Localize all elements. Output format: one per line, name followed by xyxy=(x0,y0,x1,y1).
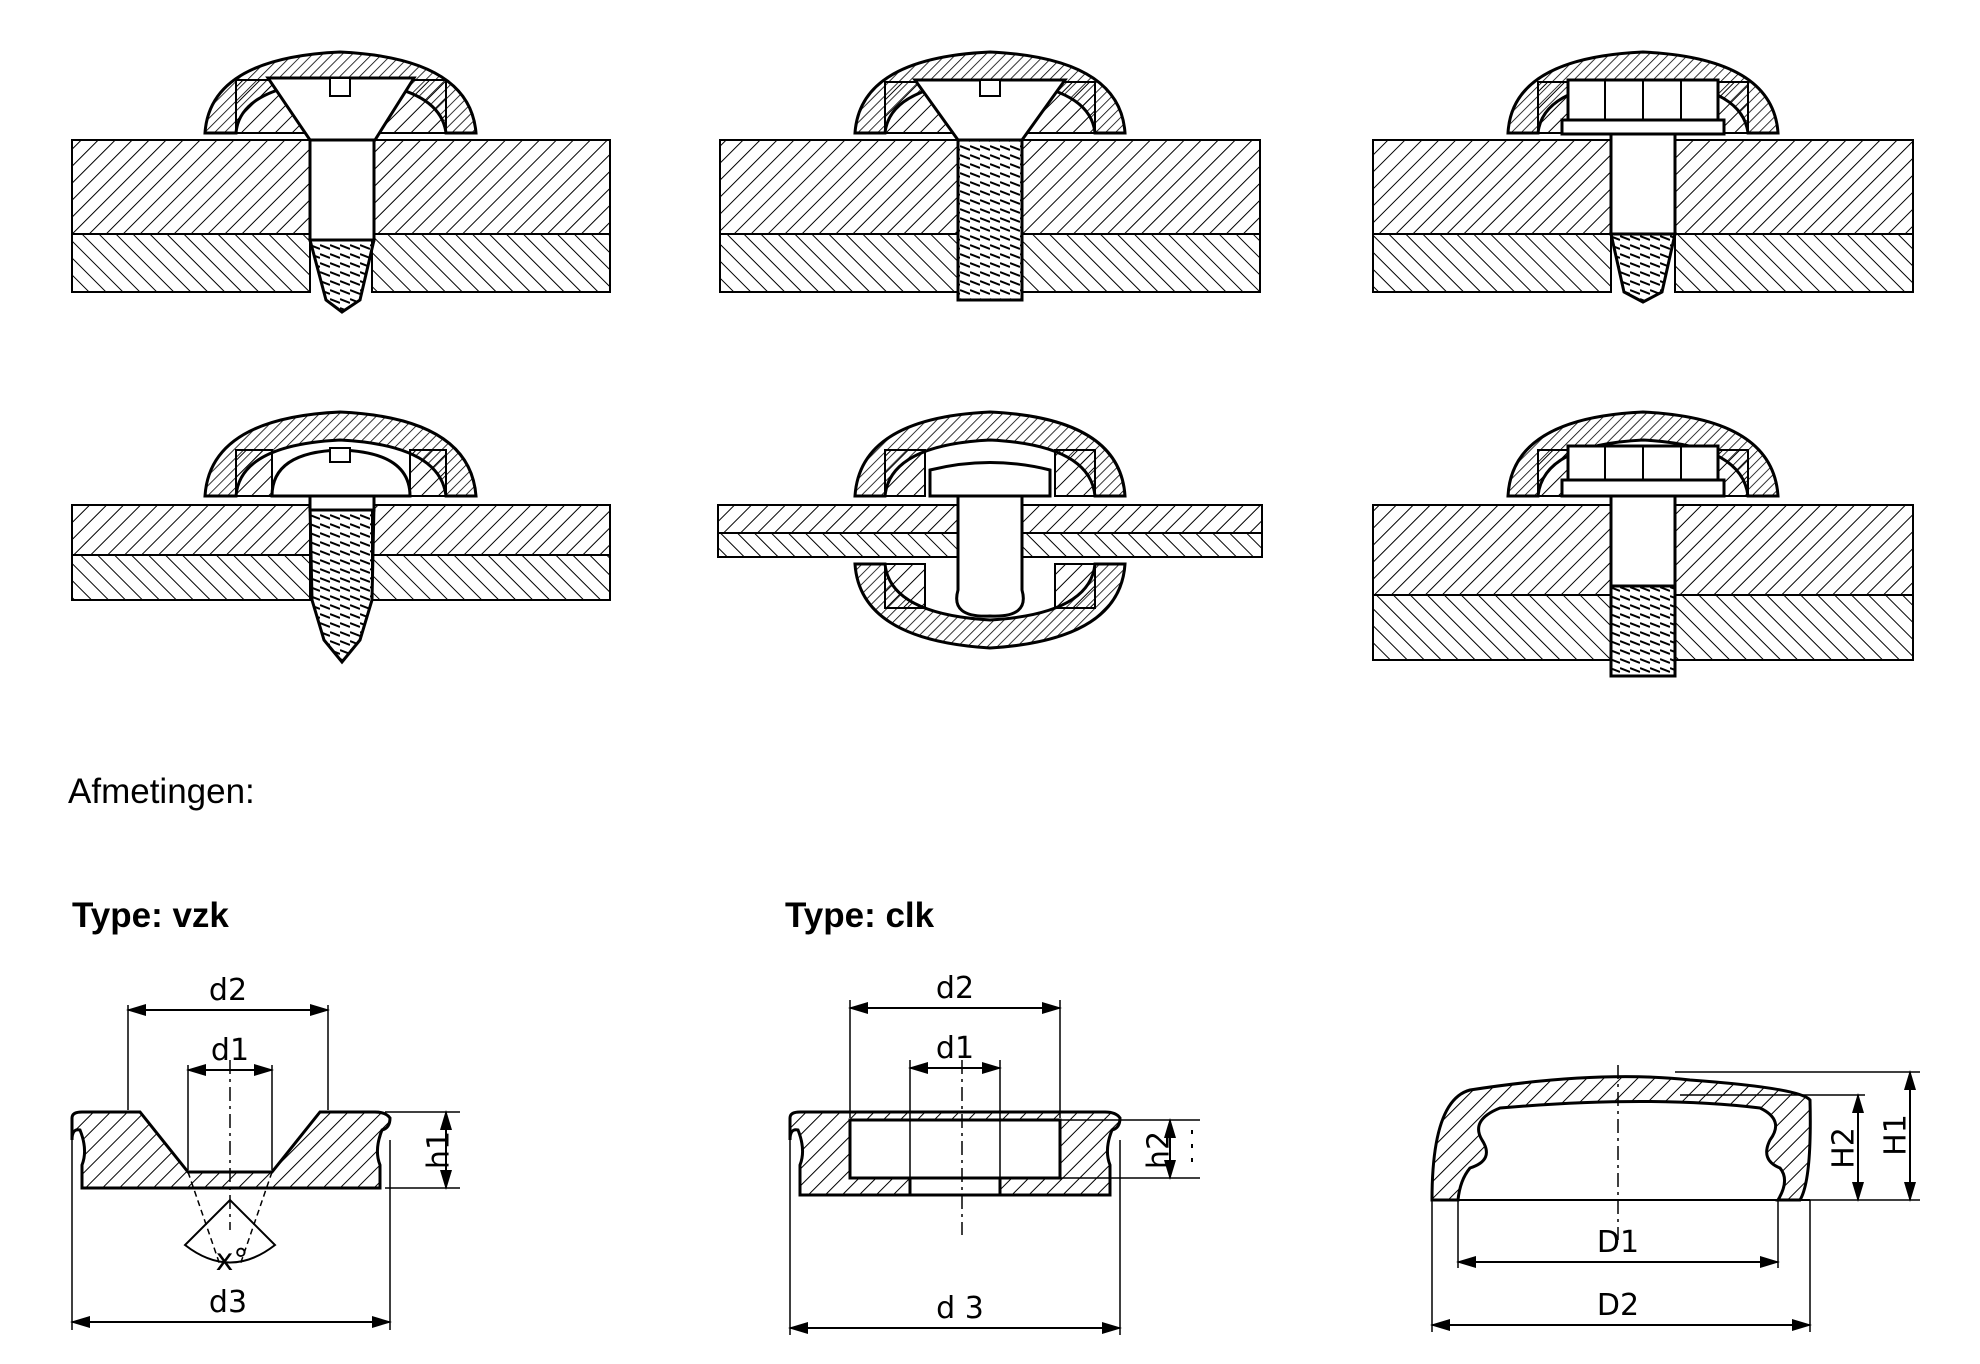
vzk-dimension-drawing xyxy=(70,1004,460,1330)
heading-afmetingen: Afmetingen: xyxy=(68,772,255,811)
panel-hex-bolt xyxy=(1372,50,1914,304)
cap-dimension-drawing xyxy=(1430,1065,1920,1332)
vzk-d3-label: d3 xyxy=(209,1285,247,1320)
vzk-d2-label: d2 xyxy=(209,973,247,1008)
cap-D1-label: D1 xyxy=(1597,1225,1639,1260)
clk-d2-label: d2 xyxy=(936,971,974,1006)
clk-h2-label: h2 xyxy=(1142,1131,1177,1169)
clk-d1-label: d1 xyxy=(936,1031,974,1066)
panel-blind-rivet xyxy=(717,410,1263,650)
vzk-d1-label: d1 xyxy=(211,1033,249,1068)
panel-pan-head-tapping-screw xyxy=(71,410,611,665)
panel-countersunk-machine-screw xyxy=(719,50,1261,302)
cap-D2-label: D2 xyxy=(1597,1288,1639,1323)
type-vzk-title: Type: vzk xyxy=(72,896,229,935)
cap-H2-label: H2 xyxy=(1827,1127,1862,1169)
clk-dimension-drawing xyxy=(788,1000,1200,1335)
cap-H1-label: H1 xyxy=(1879,1114,1914,1156)
type-clk-title: Type: clk xyxy=(785,896,935,935)
vzk-h1-label: h1 xyxy=(422,1131,457,1169)
vzk-angle-label: x° xyxy=(216,1243,249,1278)
panel-countersunk-tapping-screw xyxy=(71,50,611,314)
clk-d3-label: d 3 xyxy=(936,1291,984,1326)
panel-hex-flange-bolt xyxy=(1372,410,1914,678)
